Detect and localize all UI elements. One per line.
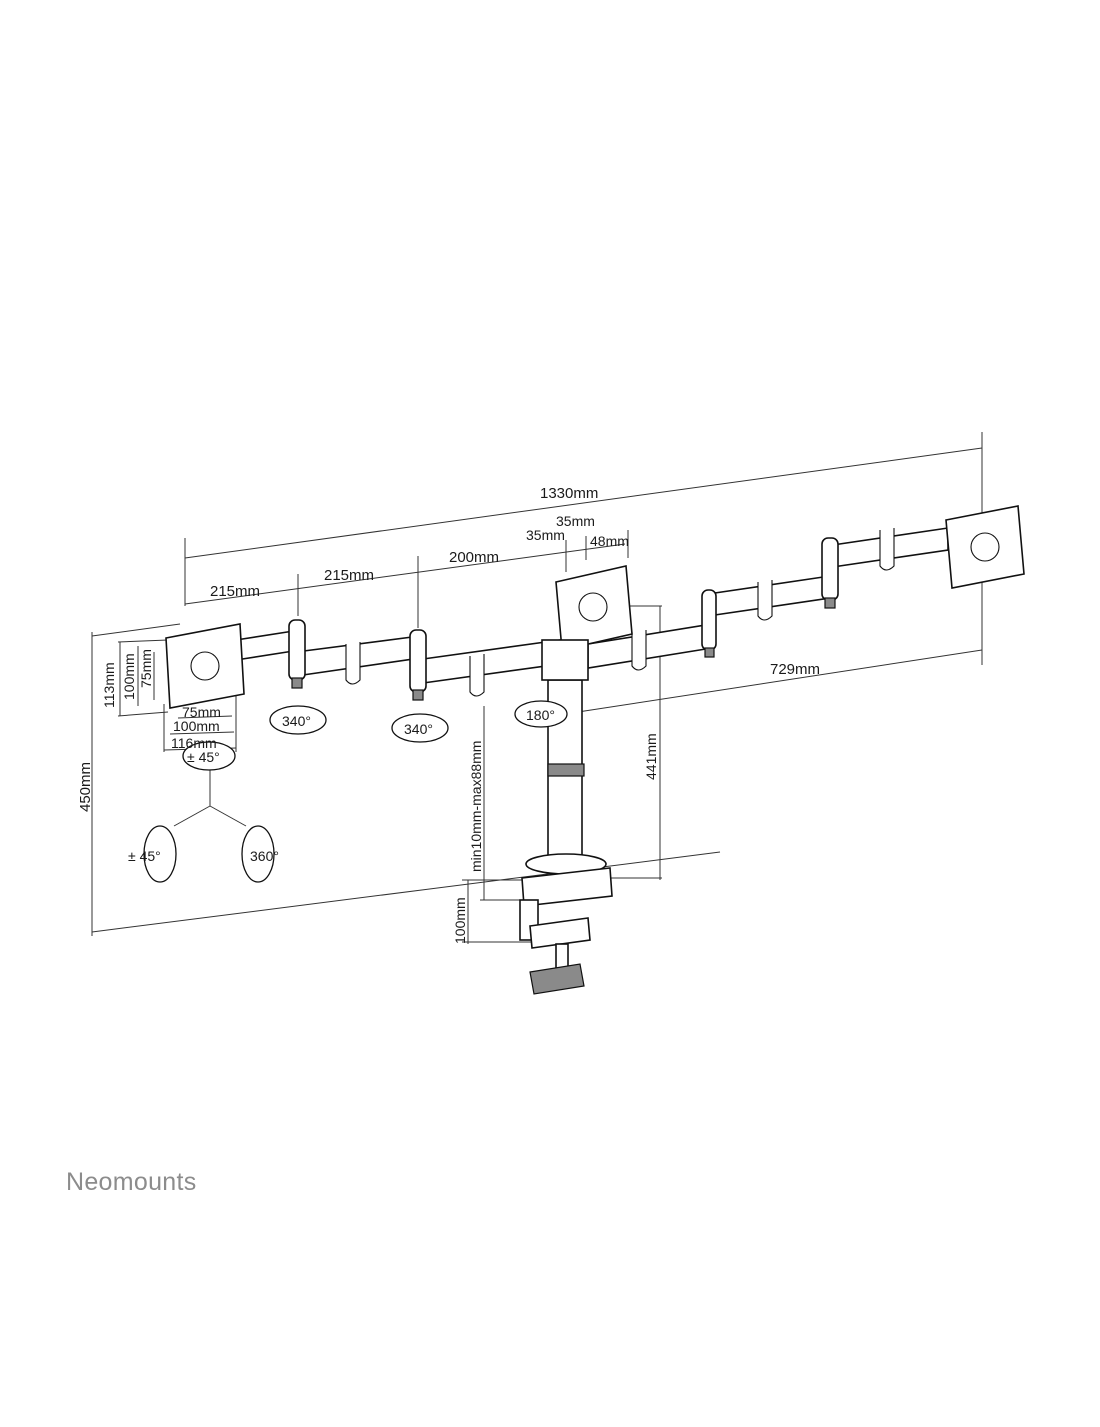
- label-vesa-offset-c: 48mm: [590, 533, 629, 549]
- pole-and-clamp: [519, 639, 613, 995]
- label-plate-h-100: 100mm: [121, 653, 137, 700]
- dimension-lines: [91, 432, 983, 944]
- label-total-width: 1330mm: [540, 485, 598, 502]
- label-arm-segment-3: 200mm: [449, 549, 499, 566]
- label-vesa-offset-b: 35mm: [526, 527, 565, 543]
- label-desk-thickness: min10mm-max88mm: [468, 741, 484, 872]
- brand-logo-text: Neomounts: [66, 1168, 197, 1196]
- label-pivot-side: ± 45°: [128, 848, 161, 864]
- label-arm-segment-1: 215mm: [210, 583, 260, 600]
- mount-arms: [235, 527, 949, 701]
- label-swivel-mid: 340°: [404, 721, 433, 737]
- label-tilt: ± 45°: [187, 749, 220, 765]
- label-overall-height: 450mm: [77, 762, 94, 812]
- label-clamp-depth: 100mm: [452, 897, 468, 944]
- label-plate-w-116: 116mm: [171, 735, 217, 751]
- label-plate-h-75: 75mm: [138, 649, 154, 688]
- label-plate-w-100: 100mm: [173, 718, 220, 734]
- label-arm-segment-2: 215mm: [324, 567, 374, 584]
- label-right-arm-length: 729mm: [770, 661, 820, 678]
- vesa-plates: [165, 505, 1025, 709]
- label-swivel-left: 340°: [282, 713, 311, 729]
- label-pole-height: 441mm: [643, 733, 659, 780]
- label-plate-h-113: 113mm: [101, 662, 117, 708]
- rotation-badges: [143, 700, 568, 883]
- label-swivel-center: 180°: [526, 707, 555, 723]
- label-plate-w-75: 75mm: [182, 704, 221, 720]
- label-vesa-offset-a: 35mm: [556, 513, 595, 529]
- label-rotate: 360°: [250, 848, 279, 864]
